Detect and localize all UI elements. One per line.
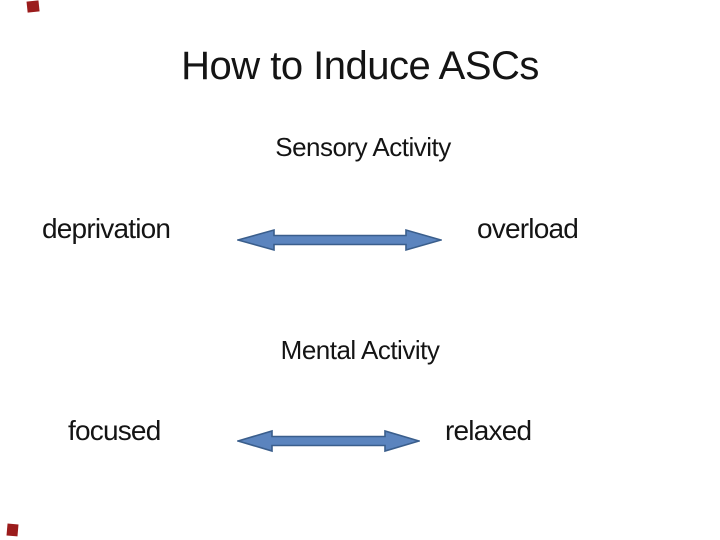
mental-double-arrow: [237, 429, 420, 453]
sensory-activity-heading: Sensory Activity: [275, 132, 451, 162]
corner-mark-shape: [26, 0, 40, 13]
double-headed-arrow-shape: [237, 429, 420, 453]
corner-mark-bottom-left: [6, 523, 19, 537]
slide-title: How to Induce ASCs: [181, 44, 539, 88]
overload-label: overload: [477, 213, 579, 244]
double-headed-arrow-shape: [237, 228, 442, 252]
relaxed-label: relaxed: [445, 415, 532, 446]
corner-mark-top-left: [26, 0, 40, 13]
sensory-double-arrow: [237, 228, 442, 252]
deprivation-label: deprivation: [42, 213, 171, 244]
mental-activity-heading: Mental Activity: [280, 335, 440, 365]
corner-mark-shape: [6, 523, 19, 537]
focused-label: focused: [68, 415, 161, 446]
